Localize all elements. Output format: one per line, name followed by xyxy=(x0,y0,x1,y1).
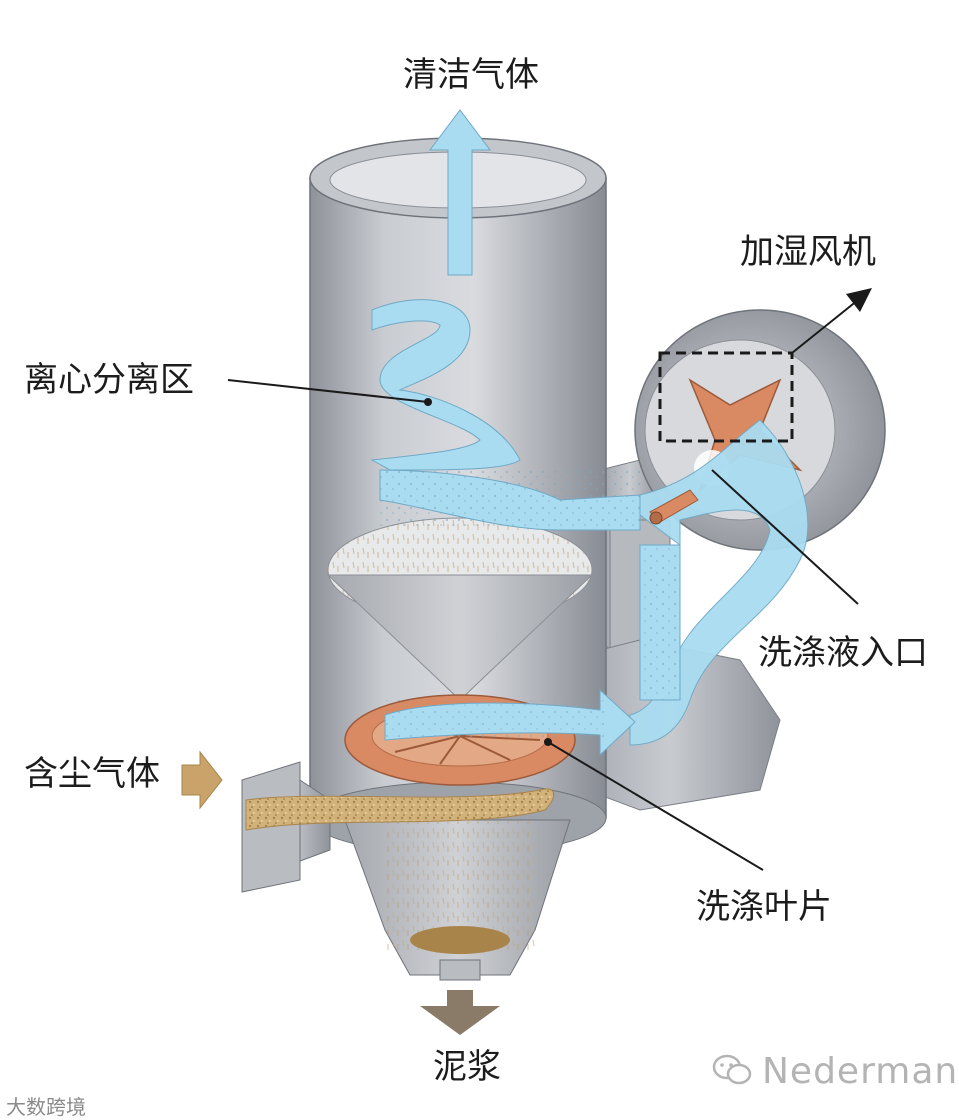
leader-line-inlet xyxy=(711,469,859,605)
watermark-right: Nederman xyxy=(712,1051,958,1092)
label-clean-gas: 清洁气体 xyxy=(403,55,539,95)
centrifugal-pointer-dot xyxy=(424,398,432,406)
fan-pointer-arrowhead xyxy=(846,288,872,312)
leader-line-fan xyxy=(791,299,859,354)
label-wash-liquid-inlet: 洗涤液入口 xyxy=(758,633,928,673)
watermark-left: 大数跨境 xyxy=(6,1095,86,1119)
label-humidifier-fan: 加湿风机 xyxy=(740,232,876,272)
leader-line-blades xyxy=(547,741,764,871)
label-dusty-gas: 含尘气体 xyxy=(24,754,160,794)
fan-highlight-box xyxy=(658,351,794,443)
chat-bubble-icon xyxy=(712,1054,752,1085)
blade-pointer-dot xyxy=(544,738,552,746)
slurry-arrow xyxy=(420,990,500,1035)
watermark-brand: Nederman xyxy=(762,1051,959,1092)
dusty-gas-arrow xyxy=(181,750,223,810)
label-slurry: 泥浆 xyxy=(433,1047,501,1087)
dusty-gas-flow xyxy=(181,750,555,831)
label-centrifugal-zone: 离心分离区 xyxy=(24,360,194,400)
internal-cone xyxy=(326,517,594,722)
wash-liquid-nozzle xyxy=(649,489,699,525)
leader-line-centrifugal xyxy=(227,379,429,403)
label-wash-blades: 洗涤叶片 xyxy=(696,887,832,927)
